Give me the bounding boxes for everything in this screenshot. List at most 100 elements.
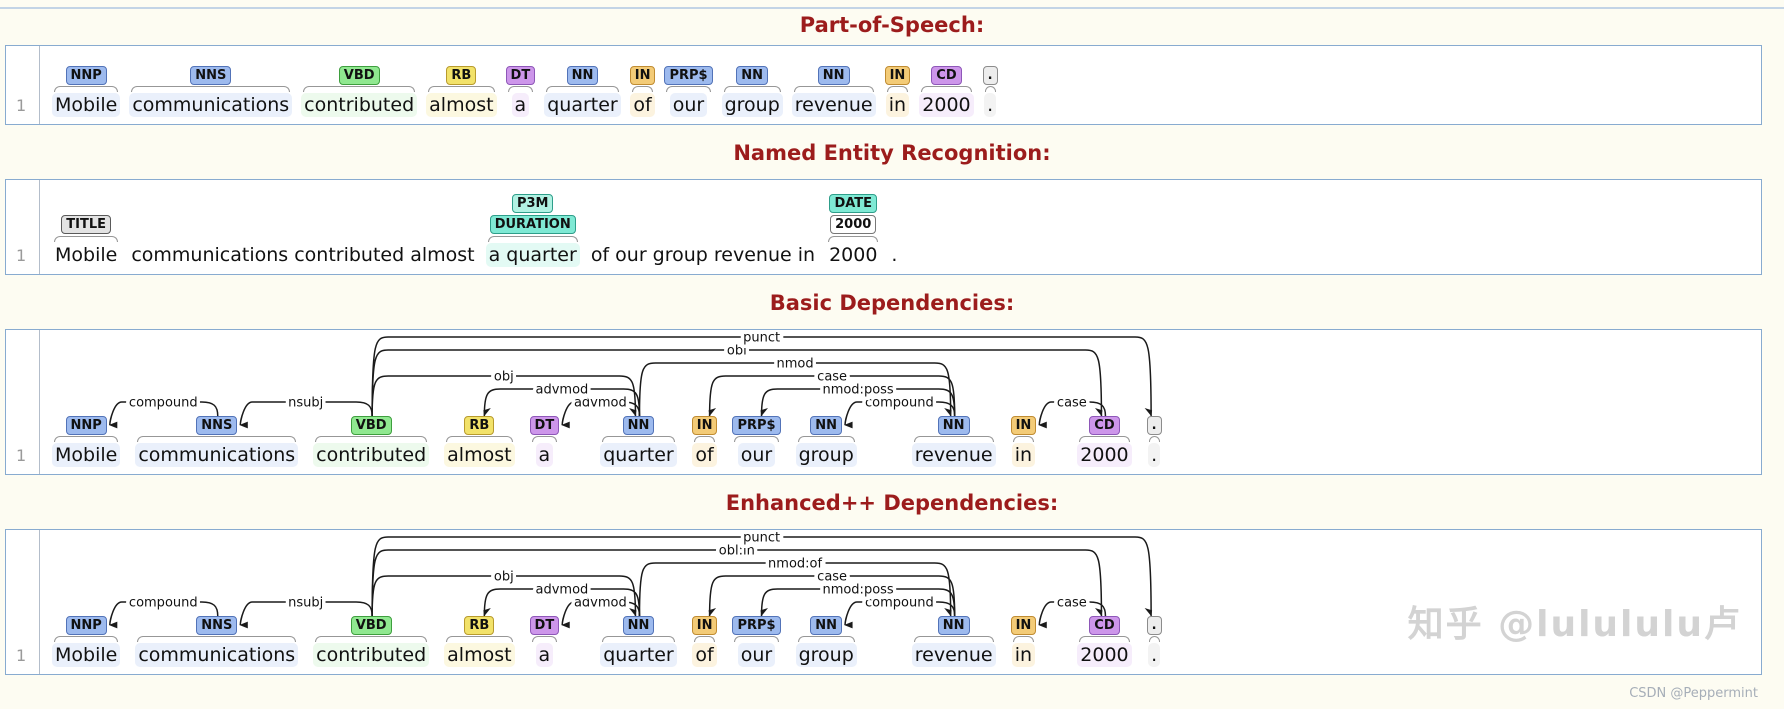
tag-chip: DT: [505, 66, 536, 85]
ner-content: TITLE Mobile communications contributed al…: [40, 180, 1761, 274]
tag-chip: VBD: [338, 66, 380, 85]
token-word: almost: [444, 443, 515, 467]
token-word: 2000: [1077, 643, 1132, 667]
brace-connector: [1148, 436, 1160, 442]
tag-chip: PRP$: [732, 616, 781, 635]
token-word: Mobile: [52, 93, 121, 117]
brace-connector: [487, 236, 578, 242]
tag-chip: .: [982, 66, 998, 85]
token-word: group: [795, 643, 857, 667]
token-word: of: [692, 643, 717, 667]
token-word: almost: [426, 93, 497, 117]
token-word: our: [737, 643, 776, 667]
token-word: Mobile: [52, 443, 121, 467]
ner-section-title: Named Entity Recognition:: [733, 141, 1051, 165]
ner-part: DATE 2000 2000: [826, 194, 880, 267]
ner-text: Mobile: [55, 244, 118, 266]
token: DT a: [529, 616, 560, 667]
ner-sentence-row: TITLE Mobile communications contributed al…: [52, 194, 908, 267]
brace-connector: [1012, 636, 1035, 642]
brace-connector: [137, 636, 297, 642]
ner-chip-stack: TITLE: [61, 215, 112, 234]
token-word: in: [885, 93, 910, 117]
token-word: revenue: [791, 93, 876, 117]
ner-text: communications contributed almost: [131, 244, 475, 266]
ner-tag-chip: DATE: [829, 194, 878, 213]
brace-connector: [797, 636, 855, 642]
token: ..: [1146, 616, 1162, 667]
ner-text: a quarter: [485, 243, 580, 267]
token: NN group: [721, 66, 783, 117]
tag-chip: NNS: [196, 416, 238, 435]
brace-connector: [913, 436, 994, 442]
brace-connector: [693, 436, 716, 442]
brace-connector: [1012, 436, 1035, 442]
brace-connector: [913, 636, 994, 642]
tag-chip: NN: [566, 66, 599, 85]
brace-connector: [723, 86, 781, 92]
token: PRP$ our: [732, 616, 781, 667]
tag-chip: NNS: [196, 616, 238, 635]
enhanced-line-gutter: 1: [6, 530, 40, 674]
tag-chip: RB: [446, 66, 477, 85]
ner-part: .: [888, 243, 900, 267]
token-word: group: [721, 93, 783, 117]
tag-chip: PRP$: [664, 66, 713, 85]
brace-connector: [602, 636, 675, 642]
brace-connector: [531, 636, 558, 642]
tag-chip: VBD: [350, 616, 392, 635]
tag-chip: NNP: [65, 66, 107, 85]
tag-chip: NN: [736, 66, 769, 85]
pos-section-title: Part-of-Speech:: [799, 13, 985, 37]
tag-chip: NN: [810, 416, 843, 435]
top-divider-line: [0, 7, 1784, 9]
ner-text: of our group revenue in: [590, 244, 816, 266]
token-word: revenue: [911, 443, 996, 467]
line-number: 1: [16, 96, 27, 115]
token: NNP Mobile: [52, 66, 121, 117]
ner-tag-chip: 2000: [830, 215, 877, 234]
tag-chip: PRP$: [732, 416, 781, 435]
token-word: quarter: [600, 643, 677, 667]
brace-connector: [531, 436, 558, 442]
token-word: Mobile: [52, 643, 121, 667]
token-word: our: [669, 93, 708, 117]
tag-chip: NN: [622, 616, 655, 635]
ner-tag-chip: TITLE: [61, 215, 112, 234]
brace-connector: [507, 86, 534, 92]
token: RB almost: [426, 66, 497, 117]
csdn-watermark: CSDN @Peppermint: [1629, 686, 1758, 701]
brace-connector: [315, 636, 428, 642]
brace-connector: [54, 236, 119, 242]
basic-line-gutter: 1: [6, 330, 40, 474]
brace-connector: [666, 86, 711, 92]
pos-line-gutter: 1: [6, 46, 40, 124]
brace-connector: [921, 86, 972, 92]
line-number: 1: [16, 446, 27, 465]
token: NN quarter: [544, 66, 621, 117]
tag-chip: DT: [529, 616, 560, 635]
ner-text: 2000: [829, 244, 878, 266]
token-word: a: [535, 643, 554, 667]
tag-chip: CD: [931, 66, 962, 85]
tag-chip: .: [1146, 416, 1162, 435]
token-word: .: [1148, 443, 1161, 467]
token-word: quarter: [544, 93, 621, 117]
token-word: contributed: [301, 93, 418, 117]
